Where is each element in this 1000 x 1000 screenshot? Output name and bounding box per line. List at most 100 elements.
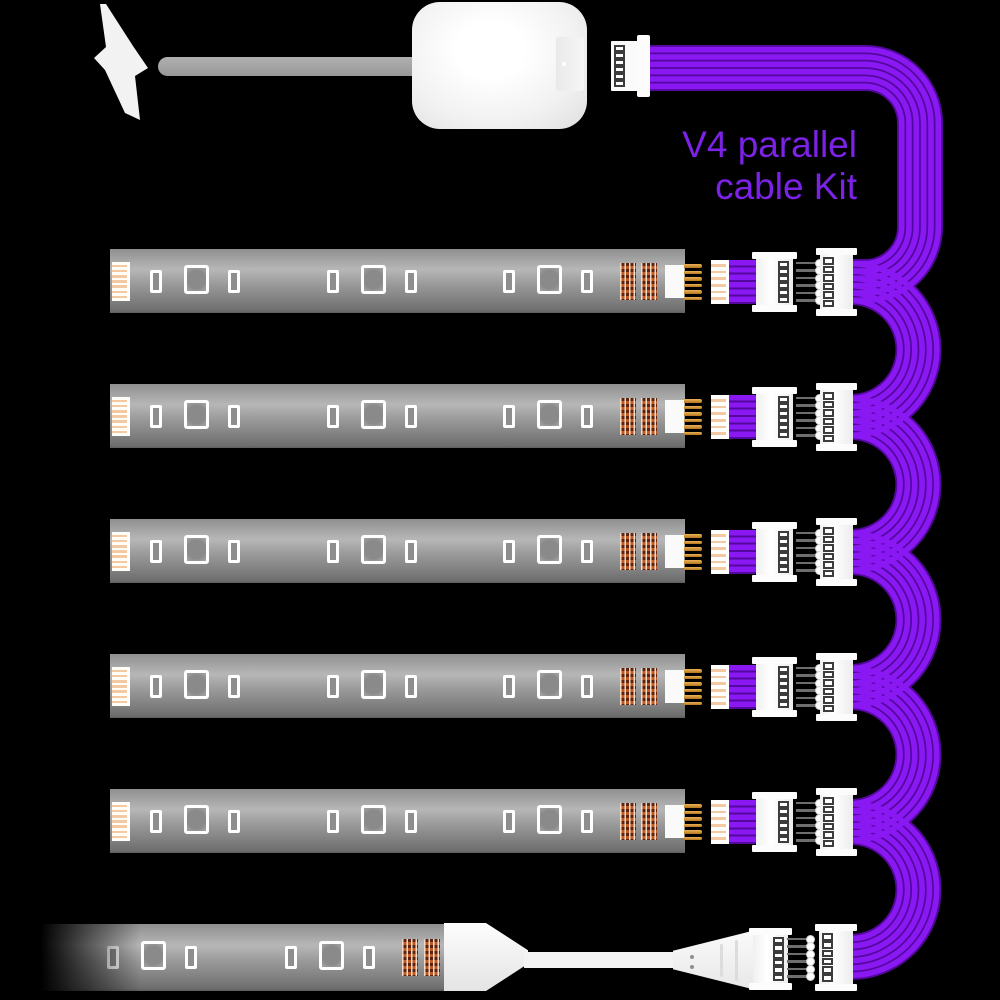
solder-line — [711, 540, 727, 544]
led-chip — [361, 400, 386, 429]
connector-pin — [778, 417, 789, 424]
plug-pin-row — [796, 663, 824, 673]
plug-pin-row — [796, 431, 824, 441]
led-group — [503, 398, 593, 436]
plug-pins — [796, 798, 824, 846]
plug-pin — [796, 696, 816, 700]
plug-pin-row — [796, 281, 824, 291]
plug-pin — [796, 801, 816, 805]
strip-connector-housing — [752, 792, 797, 852]
resistor — [503, 405, 515, 428]
solder-line — [112, 275, 128, 278]
led-chip — [361, 670, 386, 699]
connector-pin — [773, 973, 784, 981]
gold-pin — [684, 296, 702, 300]
connector-pin — [778, 531, 789, 538]
plug-pin-row — [796, 686, 824, 696]
connector-pin — [823, 417, 834, 425]
plug-pin — [796, 569, 816, 573]
gold-pin — [684, 553, 702, 557]
solder-pad — [112, 397, 130, 436]
resistor — [503, 270, 515, 293]
solder-line — [711, 425, 727, 429]
ribbon-conductor — [850, 822, 918, 957]
led-group — [327, 533, 417, 571]
connector-pin — [823, 527, 834, 535]
plug-pin — [796, 539, 816, 542]
connector-pin — [822, 957, 833, 966]
led-group — [150, 533, 240, 571]
connector-pin — [778, 815, 789, 822]
connector-pin — [778, 296, 789, 303]
led-chip — [361, 535, 386, 564]
resistor — [327, 810, 339, 833]
connector-pin — [778, 701, 789, 708]
connector-pin — [823, 299, 834, 307]
connector-pin — [778, 282, 789, 289]
connector-pin — [778, 431, 789, 438]
connector-pin — [778, 275, 789, 282]
resistor — [327, 405, 339, 428]
plug-pin-row — [796, 828, 824, 838]
connector-pin — [614, 66, 625, 73]
connector-purple-wires — [729, 800, 757, 844]
gold-pin — [684, 290, 702, 294]
solder-line — [112, 410, 128, 413]
solder-line — [112, 280, 128, 283]
connector-pin — [823, 392, 834, 400]
connector-purple-wires — [729, 260, 757, 304]
ribbon-conductor — [646, 83, 905, 267]
connector-pin — [823, 839, 834, 847]
led-chip — [361, 805, 386, 834]
connector-pin — [778, 410, 789, 417]
connector-pin-column — [778, 396, 789, 438]
resistor-block — [641, 803, 657, 840]
plug-pin — [796, 704, 816, 708]
resistor-block — [620, 803, 636, 840]
connector-pin — [823, 662, 834, 670]
solder-line — [112, 674, 128, 678]
solder-line — [112, 804, 128, 808]
plug-pin-row — [796, 693, 824, 703]
plug-pin-row — [796, 288, 824, 298]
white-link-cable — [524, 952, 676, 968]
plug-pin — [796, 831, 816, 835]
connector-pin — [823, 291, 834, 299]
solder-line — [711, 284, 727, 287]
connector-pin — [778, 687, 789, 694]
solder-line — [711, 405, 727, 409]
strip-gold-pins — [684, 804, 702, 840]
solder-line — [112, 285, 128, 288]
gold-pin — [684, 412, 702, 416]
plug-pin-row — [796, 393, 824, 403]
gold-pin — [684, 688, 702, 692]
solder-line — [112, 825, 128, 828]
power-adapter — [412, 2, 587, 129]
plug-pin-row — [787, 949, 815, 959]
resistor — [150, 810, 162, 833]
connector-pin — [823, 569, 834, 577]
plug-pin — [796, 284, 816, 287]
solder-line — [112, 555, 128, 558]
connector-pin — [614, 52, 625, 59]
cable-connector-housing — [816, 518, 857, 586]
connector-pin — [822, 974, 833, 982]
solder-line — [711, 290, 727, 294]
gold-pin — [684, 823, 702, 827]
plug-pin-row — [796, 423, 824, 433]
plug-pin-row — [796, 551, 824, 561]
resistor-block — [641, 398, 657, 435]
resistor — [581, 810, 593, 833]
solder-line — [711, 277, 727, 280]
solder-line — [112, 420, 128, 423]
solder-line — [711, 399, 727, 402]
gold-pin — [684, 701, 702, 705]
solder-line — [711, 554, 727, 557]
connector-pin — [614, 80, 625, 87]
connector-pin — [823, 426, 834, 434]
gold-pin — [684, 804, 702, 808]
plug-pin-row — [796, 701, 824, 711]
resistor — [363, 946, 375, 969]
plug-pin-row — [796, 258, 824, 268]
led-group — [150, 668, 240, 706]
